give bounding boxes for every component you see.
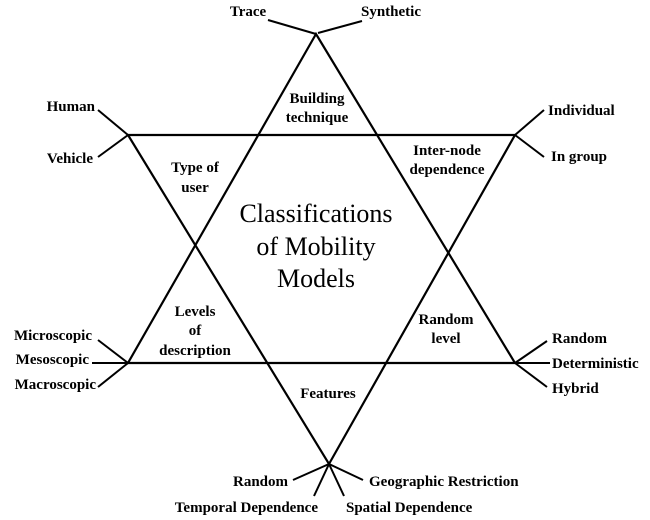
- region-user-2: user: [181, 180, 209, 196]
- title-line-2: of Mobility: [256, 232, 375, 261]
- leaf-human: Human: [47, 99, 96, 115]
- leaf-hybrid: Hybrid: [552, 381, 599, 397]
- leaf-deterministic: Deterministic: [552, 356, 639, 372]
- leaf-geographic-restriction: Geographic Restriction: [369, 474, 519, 490]
- region-random-2: level: [431, 331, 460, 347]
- leaf-trace: Trace: [230, 4, 267, 20]
- leaf-temporal-dependence: Temporal Dependence: [175, 500, 319, 516]
- branch-macroscopic: [97, 362, 129, 388]
- branch-spatial: [328, 463, 345, 497]
- branch-hybrid: [514, 362, 548, 388]
- branch-temporal: [313, 463, 330, 497]
- region-levels-1: Levels: [175, 304, 216, 320]
- region-features: Features: [300, 386, 356, 402]
- leaf-vehicle: Vehicle: [47, 151, 93, 167]
- branch-features-random: [292, 463, 330, 481]
- leaf-microscopic: Microscopic: [14, 328, 92, 344]
- branch-individual: [514, 109, 545, 136]
- branch-geographic: [328, 463, 364, 481]
- leaf-in-group: In group: [551, 149, 607, 165]
- region-internode-1: Inter-node: [413, 143, 481, 159]
- branch-random: [514, 340, 548, 364]
- region-levels-2: of: [189, 323, 203, 339]
- branch-human: [97, 109, 129, 136]
- branch-in-group: [514, 134, 545, 158]
- region-random-1: Random: [418, 312, 474, 328]
- upward-triangle: [126, 31, 517, 365]
- leaf-mesoscopic: Mesoscopic: [16, 352, 90, 368]
- leaf-spatial-dependence: Spatial Dependence: [346, 500, 473, 516]
- leaf-individual: Individual: [548, 103, 615, 119]
- leaf-random-level: Random: [552, 331, 608, 347]
- leaf-macroscopic: Macroscopic: [15, 377, 97, 393]
- region-building-2: technique: [286, 110, 349, 126]
- leaf-features-random: Random: [233, 474, 289, 490]
- branch-microscopic: [97, 339, 129, 364]
- branch-trace: [267, 19, 317, 35]
- downward-triangle: [126, 133, 517, 467]
- title-line-3: Models: [277, 264, 355, 293]
- branch-vehicle: [97, 134, 129, 158]
- branch-synthetic: [317, 20, 363, 34]
- leaf-synthetic: Synthetic: [361, 4, 421, 20]
- region-internode-2: dependence: [410, 162, 485, 178]
- region-user-1: Type of: [171, 160, 220, 176]
- region-levels-3: description: [159, 343, 231, 359]
- title-line-1: Classifications: [239, 199, 392, 228]
- region-building-1: Building: [289, 91, 345, 107]
